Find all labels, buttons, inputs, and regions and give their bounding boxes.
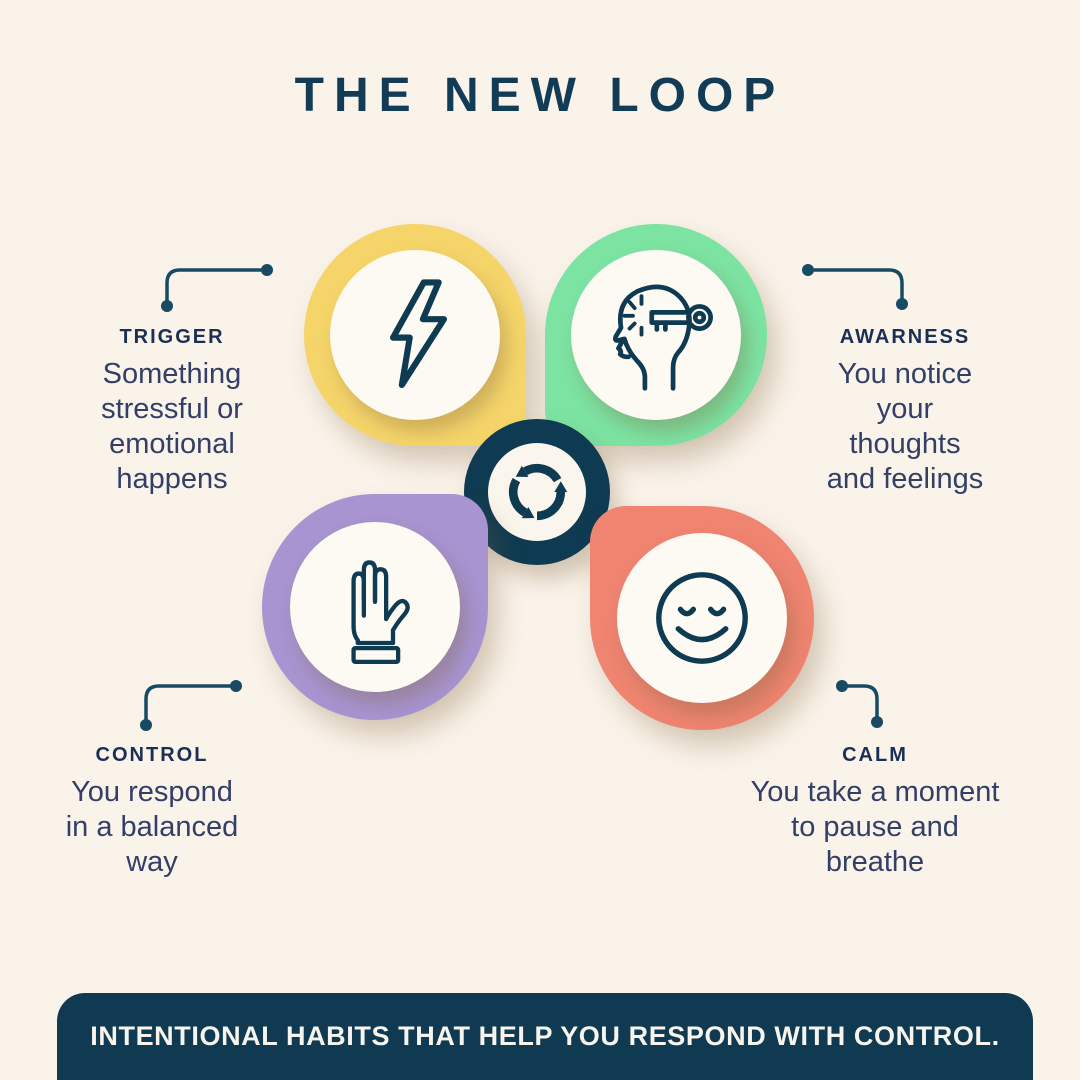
- mind-key-icon: [612, 284, 713, 391]
- trigger-description: Something stressful or emotional happens: [101, 358, 243, 495]
- calm-bubble: [590, 506, 814, 730]
- calm-text-block: CALM You take a moment to pause and brea…: [730, 744, 1020, 880]
- raised-hand-icon: [351, 560, 410, 664]
- awareness-label: AWARNESS: [839, 326, 971, 348]
- cycle-arrows-icon: [501, 463, 573, 528]
- lightning-icon: [390, 279, 448, 389]
- awareness-bubble: [545, 224, 767, 446]
- control-bubble: [262, 494, 488, 720]
- page-title: THE NEW LOOP: [294, 69, 786, 122]
- control-description: You respond in a balanced way: [65, 776, 239, 878]
- trigger-text-block: TRIGGER Something stressful or emotional…: [52, 326, 292, 497]
- control-text-block: CONTROL You respond in a balanced way: [37, 744, 267, 880]
- bottom-banner: INTENTIONAL HABITS THAT HELP YOU RESPOND…: [57, 993, 1033, 1080]
- trigger-bubble: [304, 224, 526, 446]
- calm-face-icon: [656, 572, 748, 664]
- trigger-label: TRIGGER: [119, 326, 225, 348]
- loop-hub-inner: [488, 443, 586, 541]
- calm-description: You take a moment to pause and breathe: [750, 776, 1000, 878]
- awareness-text-block: AWARNESS You notice your thoughts and fe…: [790, 326, 1020, 497]
- awareness-bubble-inner: [571, 250, 741, 420]
- awareness-description: You notice your thoughts and feelings: [826, 358, 984, 495]
- banner-text: INTENTIONAL HABITS THAT HELP YOU RESPOND…: [90, 1021, 1000, 1051]
- control-bubble-inner: [290, 522, 460, 692]
- trigger-bubble-inner: [330, 250, 500, 420]
- loop-hub: [464, 419, 610, 565]
- calm-label: CALM: [842, 744, 908, 766]
- calm-bubble-inner: [617, 533, 787, 703]
- control-label: CONTROL: [95, 744, 209, 766]
